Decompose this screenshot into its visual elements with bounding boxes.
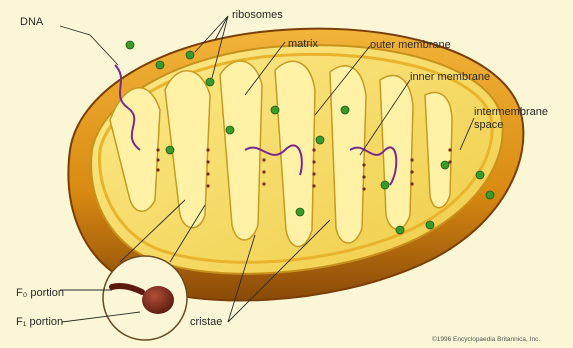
label-cristae: cristae (190, 317, 222, 328)
label-matrix: matrix (288, 39, 318, 50)
label-dna: DNA (20, 17, 43, 28)
leader-dna (60, 26, 118, 65)
f1-head (142, 286, 174, 314)
label-f0-portion: F₀ portion (16, 288, 64, 299)
label-outer-membrane: outer membrane (370, 40, 451, 51)
crista-7 (425, 93, 452, 208)
crista-6 (380, 76, 413, 230)
atp-synthase-inset (103, 256, 187, 340)
label-f1-portion: F₁ portion (16, 317, 63, 328)
label-ribosomes: ribosomes (232, 10, 283, 21)
label-inner-membrane: inner membrane (410, 72, 490, 83)
label-intermembrane-space: intermembrane space (474, 106, 548, 131)
copyright-notice: ©1996 Encyclopaedia Britannica, Inc. (432, 336, 540, 343)
